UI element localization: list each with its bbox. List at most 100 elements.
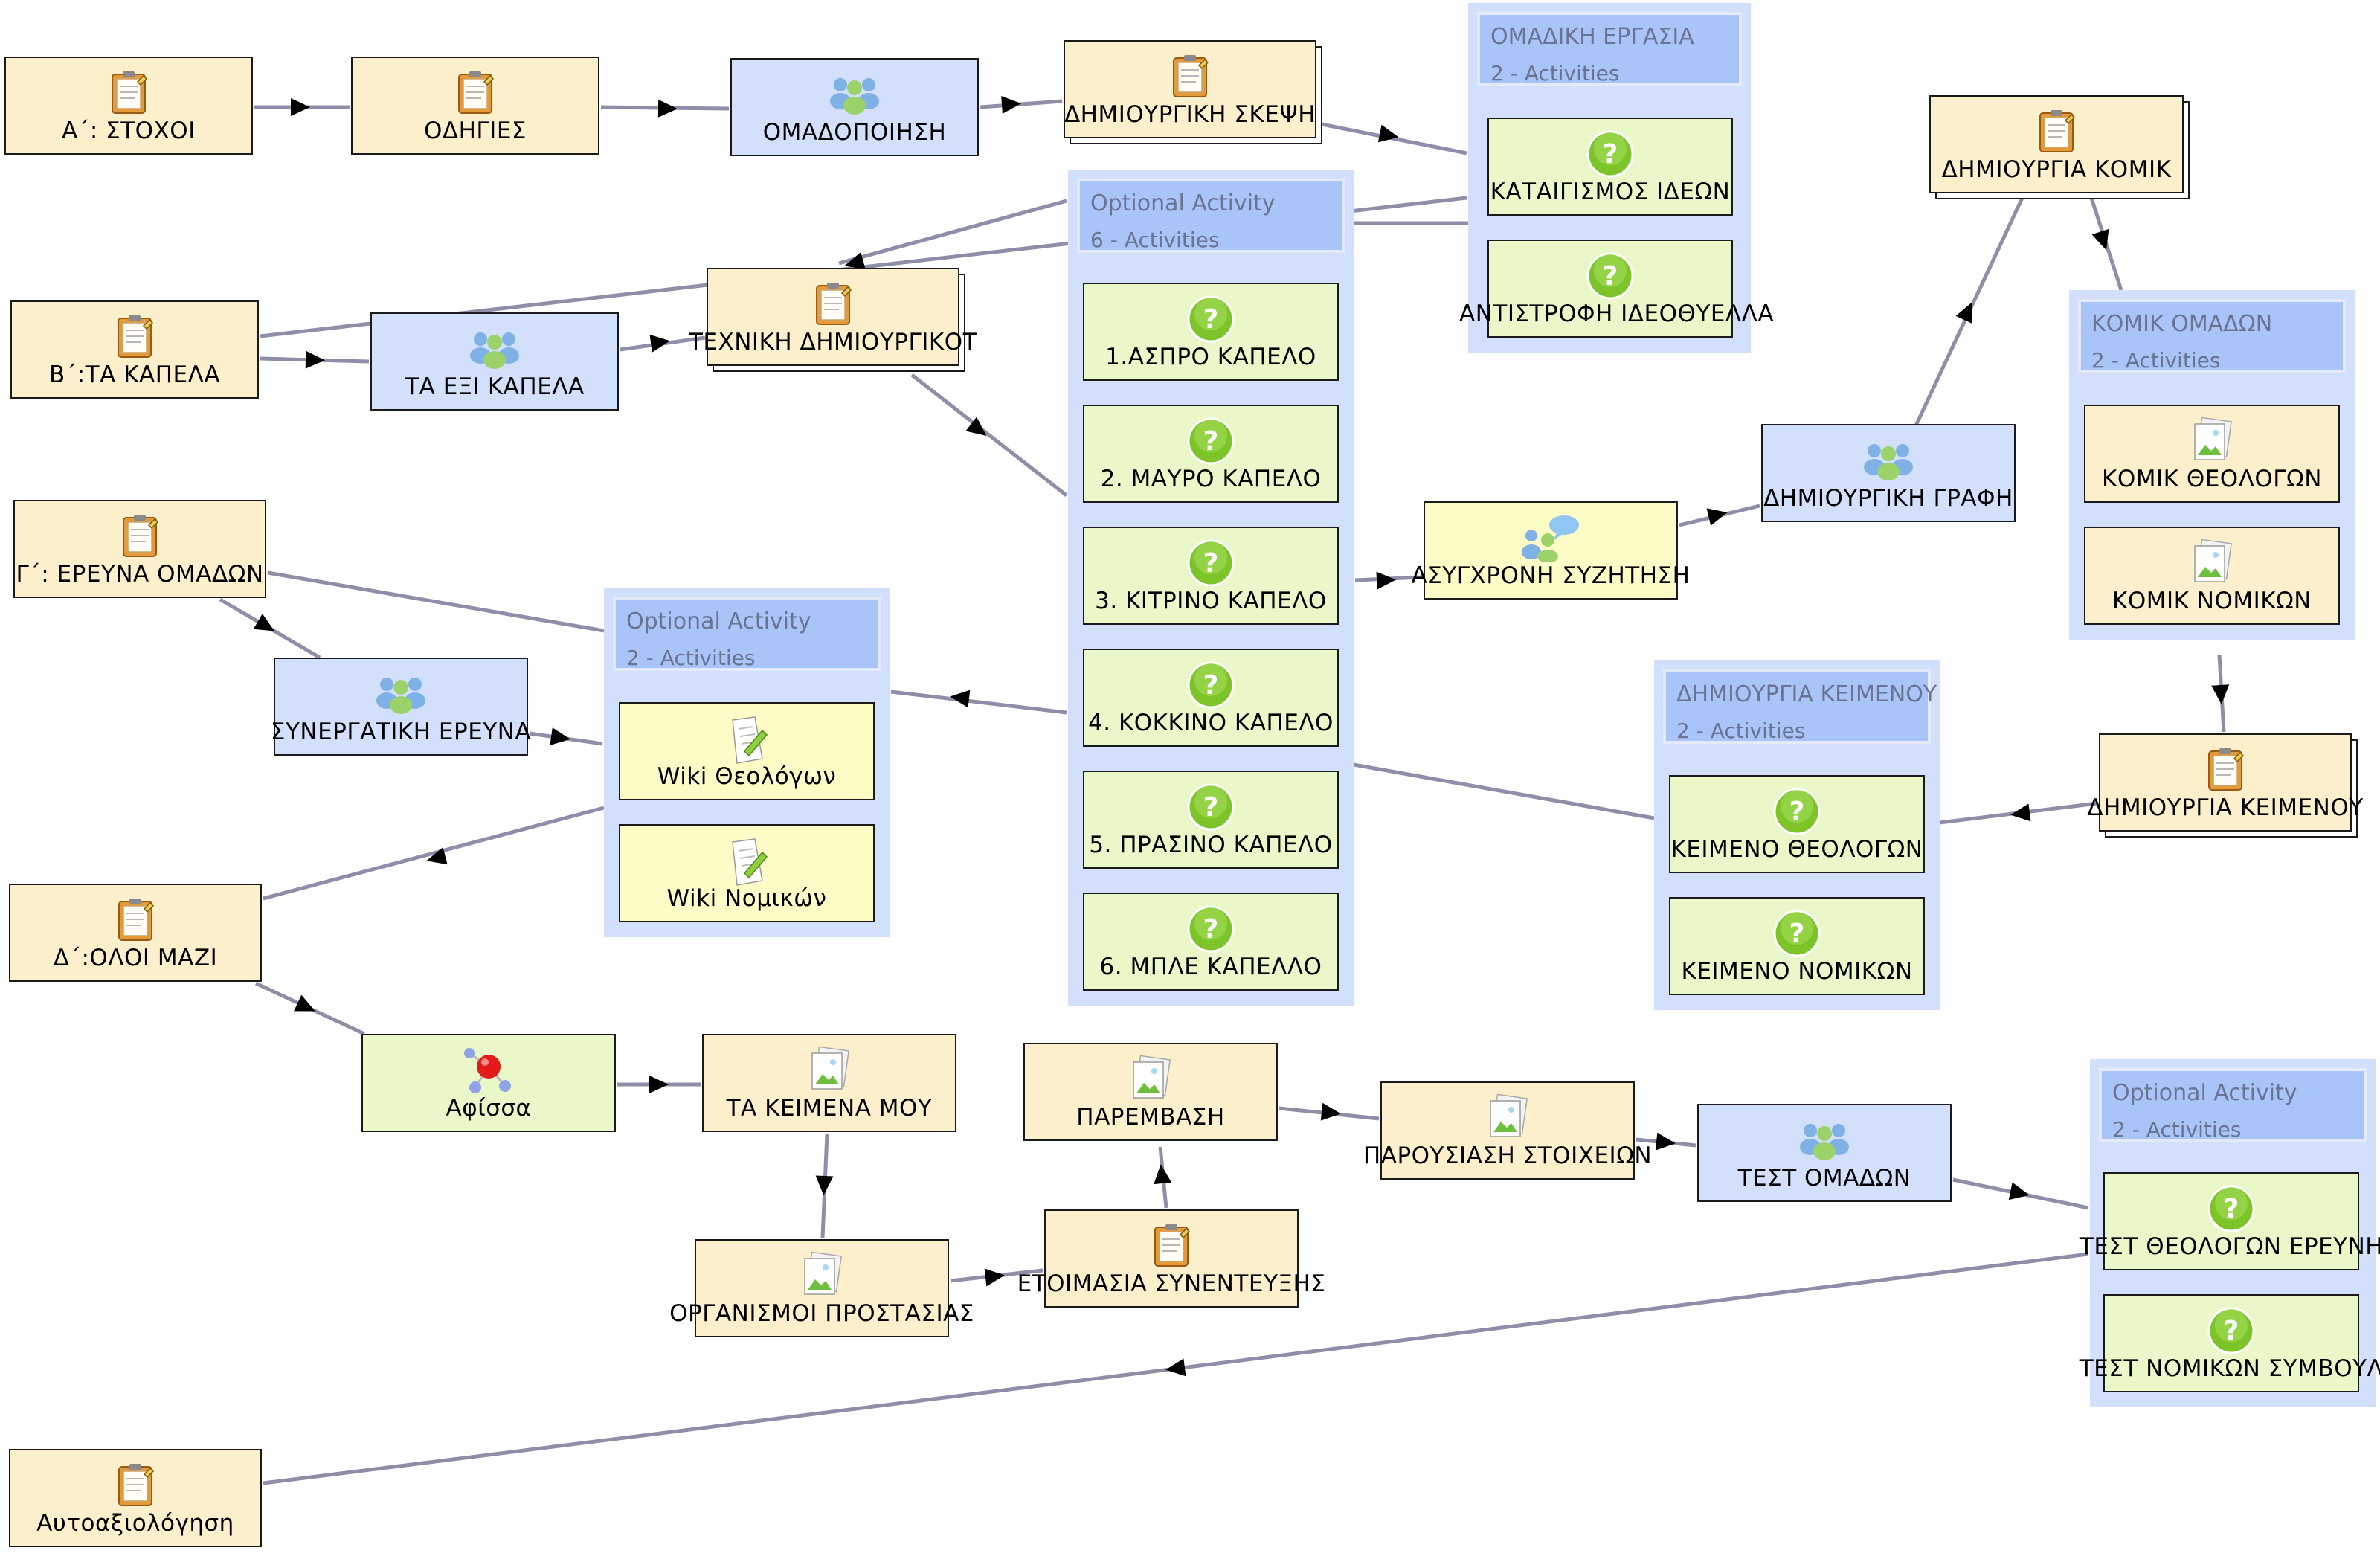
group-title: ΟΜΑΔΙΚΗ ΕΡΓΑΣΙΑ	[1490, 24, 1694, 50]
transition-line	[267, 570, 605, 633]
notebook-icon	[112, 1461, 159, 1511]
activity-node[interactable]: ΠΑΡΟΥΣΙΑΣΗ ΣΤΟΙΧΕΙΩΝ	[1363, 1081, 1652, 1180]
activity-label: Α΄: ΣΤΟΧΟΙ	[62, 118, 196, 144]
activity-label: ΤΕΧΝΙΚΗ ΔΗΜΙΟΥΡΓΙΚΟΤ	[688, 329, 978, 356]
group-child-activity[interactable]: ΚΟΜΙΚ ΘΕΟΛΟΓΩΝ	[2084, 405, 2340, 503]
activity-node[interactable]: ΔΗΜΙΟΥΡΓΙΑ ΚΟΜΙΚ	[1929, 95, 2184, 193]
group-subtitle: 6 - Activities	[1090, 228, 1220, 252]
group-child-activity[interactable]: ? 4. ΚΟΚΚΙΝΟ ΚΑΠΕΛΟ	[1083, 649, 1339, 747]
svg-text:?: ?	[1789, 797, 1805, 827]
activity-node[interactable]: ΣΥΝΕΡΓΑΤΙΚΗ ΕΡΕΥΝΑ	[271, 658, 531, 756]
activity-label: ΤΕΣΤ ΝΟΜΙΚΩΝ ΣΥΜΒΟΥΛ	[2079, 1355, 2380, 1382]
question-icon: ?	[1772, 787, 1821, 839]
activity-node[interactable]: ΟΜΑΔΟΠΟΙΗΣΗ	[730, 58, 979, 156]
activity-label: ΤΕΣΤ ΟΜΑΔΩΝ	[1737, 1165, 1911, 1192]
activity-label: Β΄:ΤΑ ΚΑΠΕΛΑ	[48, 361, 221, 388]
group-title: Optional Activity	[1090, 190, 1276, 216]
activity-label: ΔΗΜΙΟΥΡΓΙΚΗ ΓΡΑΦΗ	[1763, 485, 2013, 512]
activity-label: ΤΕΣΤ ΘΕΟΛΟΓΩΝ ΕΡΕΥΝΗ	[2079, 1233, 2380, 1260]
question-icon: ?	[2207, 1306, 2256, 1358]
activity-label: Wiki Θεολόγων	[657, 763, 837, 790]
activity-node[interactable]: ΔΗΜΙΟΥΡΓΙΑ ΚΕΙΜΕΝΟΥ	[2087, 733, 2363, 832]
activity-node[interactable]: Αφίσσα	[361, 1034, 616, 1132]
transition-line	[1353, 762, 1655, 820]
notebook-icon	[111, 312, 158, 363]
group-subtitle: 2 - Activities	[1676, 719, 1806, 743]
activity-label: ΔΗΜΙΟΥΡΓΙΑ ΚΟΜΙΚ	[1941, 156, 2172, 183]
group-child-activity[interactable]: Wiki Νομικών	[619, 824, 875, 922]
group-child-activity[interactable]: ? 1.ΑΣΠΡΟ ΚΑΠΕΛΟ	[1083, 283, 1339, 381]
arrowhead	[950, 690, 971, 708]
arrowhead	[815, 1175, 834, 1195]
arrowhead	[550, 727, 570, 745]
svg-text:?: ?	[2224, 1316, 2239, 1346]
transition-line	[910, 373, 1068, 497]
activity-node[interactable]: ΔΗΜΙΟΥΡΓΙΚΗ ΣΚΕΨΗ	[1064, 40, 1316, 138]
activity-node[interactable]: ΠΑΡΕΜΒΑΣΗ	[1023, 1043, 1278, 1141]
group-title: Optional Activity	[2112, 1080, 2297, 1106]
activity-label: ΚΟΜΙΚ ΘΕΟΛΟΓΩΝ	[2102, 466, 2322, 492]
arrowhead	[305, 350, 325, 369]
question-icon: ?	[1186, 782, 1235, 835]
activity-label: ΚΕΙΜΕΝΟ ΘΕΟΛΟΓΩΝ	[1670, 836, 1923, 863]
activity-node[interactable]: ΔΗΜΙΟΥΡΓΙΚΗ ΓΡΑΦΗ	[1761, 424, 2016, 522]
activity-label: 6. ΜΠΛΕ ΚΑΠΕΛΛΟ	[1099, 954, 1322, 980]
wiki-icon	[722, 836, 771, 891]
group-child-activity[interactable]: ? ΚΑΤΑΙΓΙΣΜΟΣ ΙΔΕΩΝ	[1488, 118, 1733, 216]
svg-text:?: ?	[2224, 1194, 2239, 1224]
group-child-activity[interactable]: ? ΑΝΤΙΣΤΡΟΦΗ ΙΔΕΟΘΥΕΛΛΑ	[1459, 240, 1774, 338]
activity-node[interactable]: ΑΣΥΓΧΡΟΝΗ ΣΥΖΗΤΗΣΗ	[1412, 501, 1690, 600]
activity-node[interactable]: ΕΤΟΙΜΑΣΙΑ ΣΥΝΕΝΤΕΥΞΗΣ	[1017, 1209, 1325, 1308]
arrowhead	[2091, 228, 2109, 251]
activity-node[interactable]: Δ΄:ΟΛΟΙ ΜΑΖΙ	[9, 884, 262, 982]
question-icon: ?	[1586, 251, 1635, 303]
group-child-activity[interactable]: Wiki Θεολόγων	[619, 702, 875, 800]
svg-text:?: ?	[1203, 548, 1219, 579]
arrowhead	[649, 1076, 669, 1093]
svg-text:?: ?	[1203, 792, 1219, 823]
group-child-activity[interactable]: ? 6. ΜΠΛΕ ΚΑΠΕΛΛΟ	[1083, 893, 1339, 991]
activity-node[interactable]: Β΄:ΤΑ ΚΑΠΕΛΑ	[10, 300, 259, 399]
group-title: ΔΗΜΙΟΥΡΓΙΑ ΚΕΙΜΕΝΟΥ	[1676, 681, 1937, 707]
group-child-activity[interactable]: ? ΚΕΙΜΕΝΟ ΝΟΜΙΚΩΝ	[1669, 897, 1925, 995]
activity-label: 4. ΚΟΚΚΙΝΟ ΚΑΠΕΛΟ	[1088, 710, 1334, 736]
activity-label: Δ΄:ΟΛΟΙ ΜΑΖΙ	[53, 945, 218, 971]
group-child-activity[interactable]: ? 5. ΠΡΑΣΙΝΟ ΚΑΠΕΛΟ	[1083, 771, 1339, 869]
activity-node[interactable]: Γ΄: ΕΡΕΥΝΑ ΟΜΑΔΩΝ	[13, 500, 266, 598]
group-header: Optional Activity 6 - Activities	[1077, 179, 1345, 253]
arrowhead	[1655, 1132, 1676, 1151]
activity-label: ΤΑ ΕΞΙ ΚΑΠΕΛΑ	[405, 373, 585, 400]
activity-node[interactable]: ΤΕΣΤ ΟΜΑΔΩΝ	[1697, 1104, 1952, 1202]
notebook-icon	[116, 512, 164, 562]
transition-line	[980, 99, 1063, 109]
group-subtitle: 2 - Activities	[626, 646, 756, 670]
activity-node[interactable]: Α΄: ΣΤΟΧΟΙ	[4, 57, 253, 155]
group-subtitle: 2 - Activities	[2091, 348, 2221, 373]
notebook-icon	[105, 68, 152, 119]
group-child-activity[interactable]: ? ΤΕΣΤ ΘΕΟΛΟΓΩΝ ΕΡΕΥΝΗ	[2080, 1172, 2380, 1270]
image-file-icon	[806, 1046, 852, 1096]
activity-node[interactable]: ΟΔΗΓΙΕΣ	[351, 57, 599, 155]
activity-label: Αυτοαξιολόγηση	[36, 1510, 234, 1537]
activity-label: 1.ΑΣΠΡΟ ΚΑΠΕΛΟ	[1105, 344, 1316, 370]
activity-node[interactable]: ΟΡΓΑΝΙΣΜΟΙ ΠΡΟΣΤΑΣΙΑΣ	[669, 1239, 974, 1337]
arrowhead	[426, 847, 448, 865]
activity-label: ΤΑ ΚΕΙΜΕΝΑ ΜΟΥ	[726, 1095, 933, 1122]
group-child-activity[interactable]: ? 3. ΚΙΤΡΙΝΟ ΚΑΠΕΛΟ	[1083, 527, 1339, 625]
activity-label: ΚΟΜΙΚ ΝΟΜΙΚΩΝ	[2112, 588, 2312, 614]
group-child-activity[interactable]: ? 2. ΜΑΥΡΟ ΚΑΠΕΛΟ	[1083, 405, 1339, 503]
group-child-activity[interactable]: ? ΤΕΣΤ ΝΟΜΙΚΩΝ ΣΥΜΒΟΥΛ	[2080, 1294, 2380, 1392]
arrowhead	[2008, 1182, 2030, 1200]
group-header: ΔΗΜΙΟΥΡΓΙΑ ΚΕΙΜΕΝΟΥ 2 - Activities	[1663, 669, 1937, 744]
group-child-activity[interactable]: ΚΟΜΙΚ ΝΟΜΙΚΩΝ	[2084, 527, 2340, 625]
arrowhead	[253, 614, 275, 631]
activity-node[interactable]: ΤΑ ΚΕΙΜΕΝΑ ΜΟΥ	[702, 1034, 956, 1132]
arrowhead	[657, 99, 678, 118]
activity-node[interactable]: ΤΑ ΕΞΙ ΚΑΠΕΛΑ	[370, 312, 619, 411]
activity-node[interactable]: Αυτοαξιολόγηση	[9, 1449, 262, 1547]
activity-node[interactable]: ΤΕΧΝΙΚΗ ΔΗΜΙΟΥΡΓΙΚΟΤ	[689, 268, 977, 366]
arrowhead	[1320, 1102, 1341, 1121]
group-child-activity[interactable]: ? ΚΕΙΜΕΝΟ ΘΕΟΛΟΓΩΝ	[1669, 775, 1925, 873]
